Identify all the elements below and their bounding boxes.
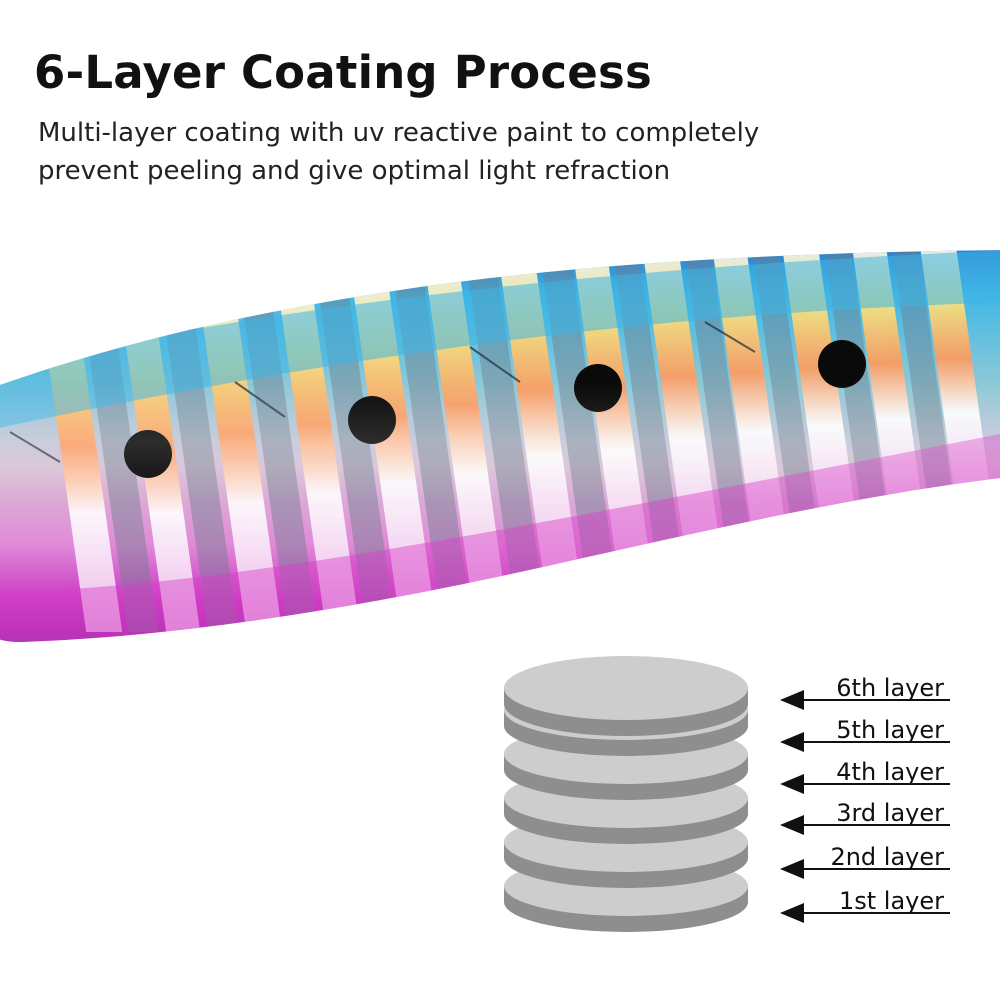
arrow-left-icon bbox=[780, 774, 950, 794]
layer-label-row: 3rd layer bbox=[774, 797, 954, 837]
layer-label-row: 4th layer bbox=[774, 756, 954, 796]
page-subtitle: Multi-layer coating with uv reactive pai… bbox=[38, 118, 760, 186]
layer-label-row: 5th layer bbox=[774, 714, 954, 754]
arrow-left-icon bbox=[780, 815, 950, 835]
layer-label: 4th layer bbox=[836, 758, 944, 786]
layer-disc-6 bbox=[504, 656, 748, 736]
lure-image bbox=[0, 250, 1000, 642]
arrow-left-icon bbox=[780, 690, 950, 710]
arrow-left-icon bbox=[780, 732, 950, 752]
layer-label-row: 6th layer bbox=[774, 672, 954, 712]
layer-label: 3rd layer bbox=[836, 799, 944, 827]
page-title: 6-Layer Coating Process bbox=[34, 46, 652, 99]
arrow-left-icon bbox=[780, 903, 950, 923]
arrow-left-icon bbox=[780, 859, 950, 879]
layer-label-row: 1st layer bbox=[774, 885, 954, 925]
layer-label: 5th layer bbox=[836, 716, 944, 744]
layer-label: 2nd layer bbox=[830, 843, 944, 871]
layer-stack-diagram bbox=[504, 656, 748, 932]
layer-label: 1st layer bbox=[838, 887, 944, 915]
layer-label: 6th layer bbox=[836, 674, 944, 702]
layer-label-row: 2nd layer bbox=[774, 841, 954, 881]
